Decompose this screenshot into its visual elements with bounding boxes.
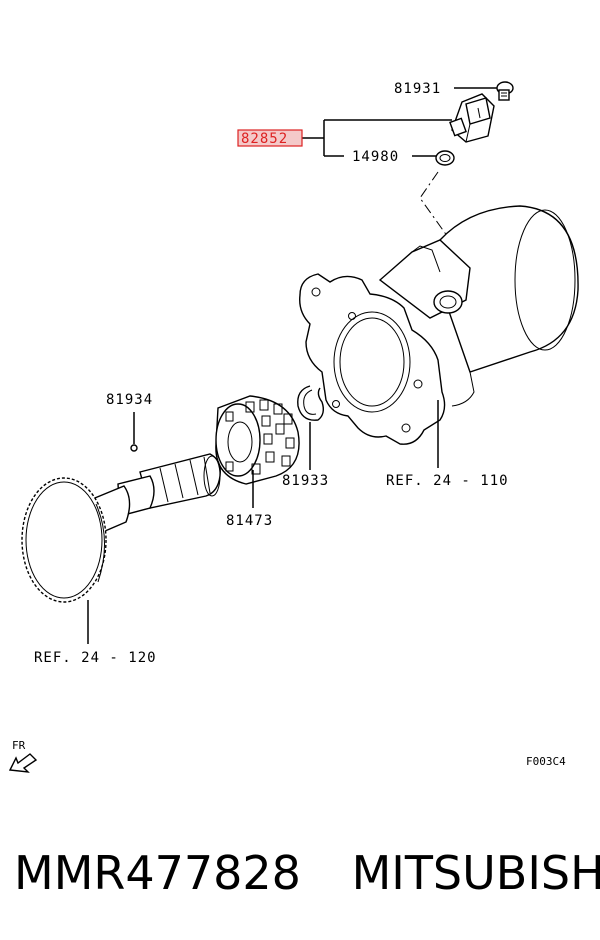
leader-lines — [87, 87, 497, 644]
callout-82852-highlight — [237, 129, 303, 147]
callout-ref-24-120[interactable]: REF. 24 - 120 — [34, 650, 157, 666]
fr-label: FR — [12, 739, 26, 752]
bolt-81931[interactable] — [496, 81, 514, 101]
front-direction-indicator: FR — [8, 739, 38, 773]
output-shaft-gear[interactable] — [21, 453, 221, 603]
speed-sensor-82852[interactable] — [449, 93, 495, 143]
callout-ref-24-110[interactable]: REF. 24 - 110 — [386, 473, 509, 489]
snap-ring-81933[interactable] — [297, 385, 325, 421]
callout-82852[interactable]: 82852 — [241, 131, 288, 147]
parts-diagram: 81931 82852 14980 81934 81933 81473 REF.… — [8, 81, 579, 773]
callout-81933[interactable]: 81933 — [282, 473, 329, 489]
callout-81473[interactable]: 81473 — [226, 513, 273, 529]
brand-name: MITSUBISHI — [351, 846, 600, 900]
o-ring-14980[interactable] — [435, 150, 455, 166]
callout-81931[interactable]: 81931 — [394, 81, 441, 97]
part-number: MMR477828 — [14, 846, 301, 900]
figure-code: F003C4 — [526, 755, 566, 768]
bearing-81473[interactable] — [215, 395, 300, 485]
transfer-case-housing[interactable] — [299, 205, 579, 445]
callout-81934[interactable]: 81934 — [106, 392, 153, 408]
callout-14980[interactable]: 14980 — [352, 149, 399, 165]
pin-81934[interactable] — [130, 444, 138, 452]
footer-caption: MMR477828 MITSUBISHI — [14, 838, 600, 908]
fr-arrow-icon — [8, 753, 38, 773]
